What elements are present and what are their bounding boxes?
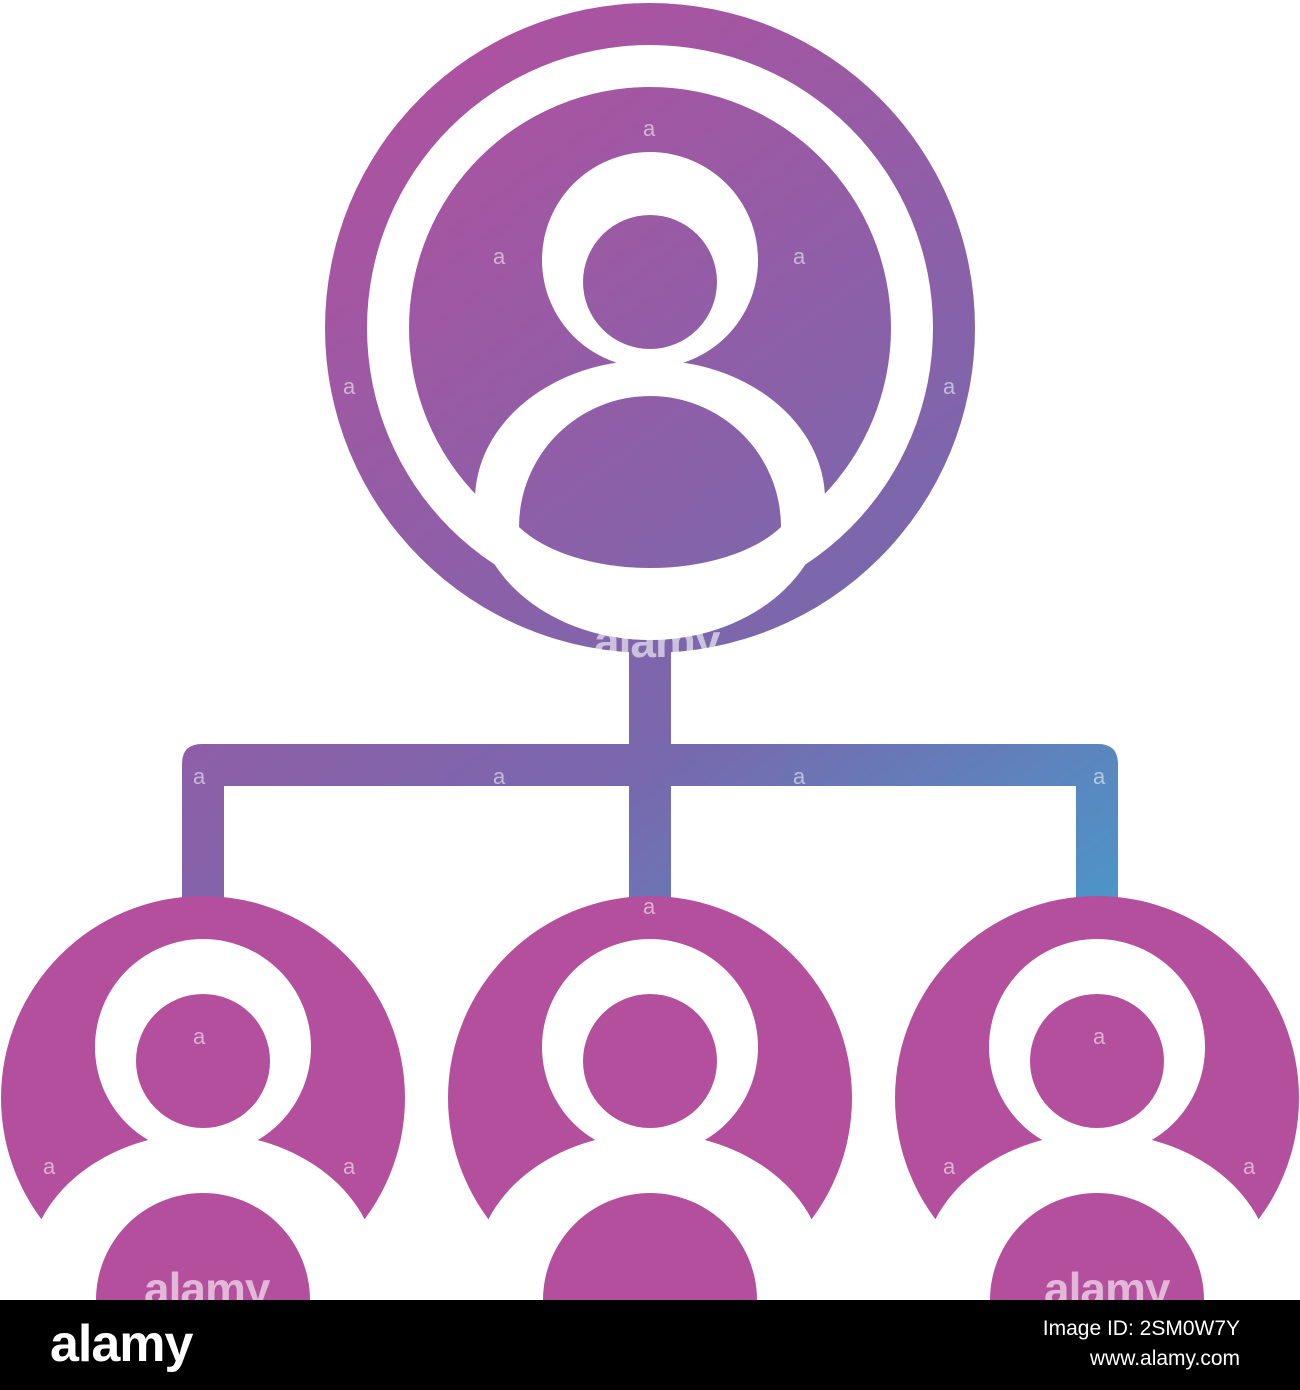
child-person-icon	[0, 848, 453, 1300]
footer-meta: Image ID: 2SM0W7Y www.alamy.com	[1043, 1314, 1240, 1374]
hierarchy-connector	[182, 650, 1118, 900]
alamy-logo: alamy	[50, 1315, 193, 1373]
site-url: www.alamy.com	[1089, 1347, 1240, 1370]
child-node-center	[400, 848, 900, 1300]
child-person-icon	[400, 848, 900, 1300]
image-id: Image ID: 2SM0W7Y	[1042, 1317, 1240, 1340]
child-person-icon	[847, 848, 1300, 1300]
organization-hierarchy-icon	[0, 0, 1300, 1300]
child-node-right	[847, 848, 1300, 1300]
child-node-left	[0, 848, 453, 1300]
stock-footer-bar: alamy Image ID: 2SM0W7Y www.alamy.com	[0, 1300, 1300, 1390]
